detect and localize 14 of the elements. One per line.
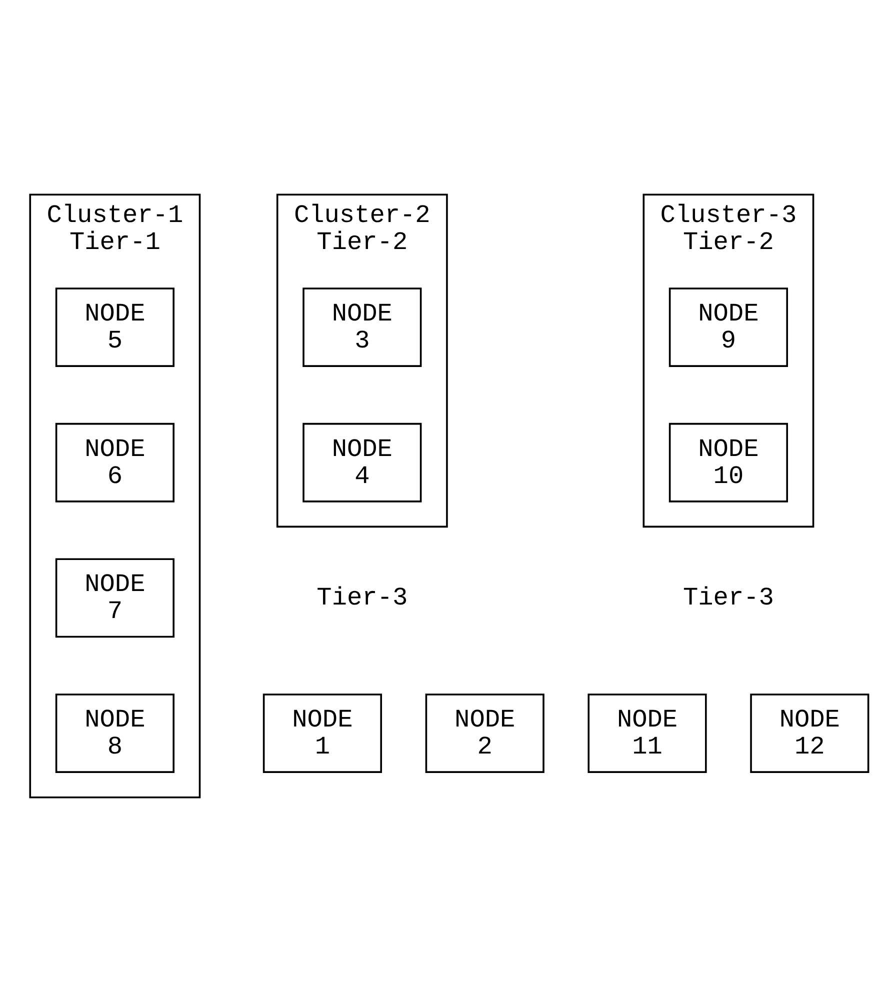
node-box: NODE 9 (668, 288, 788, 367)
node-box: NODE 8 (55, 694, 174, 773)
node-box: NODE 10 (668, 422, 788, 502)
node-box: NODE 6 (55, 422, 174, 502)
node-box: NODE 4 (302, 422, 422, 502)
label: Tier-3 (683, 584, 774, 613)
node-box: NODE 5 (55, 288, 174, 367)
node-box: NODE 1 (262, 694, 382, 773)
node-box: NODE 2 (425, 694, 544, 773)
node-box: NODE 3 (302, 288, 422, 367)
node-box: NODE 11 (588, 694, 707, 773)
node-box: NODE 12 (750, 694, 870, 773)
label: Tier-3 (316, 584, 408, 613)
node-box: NODE 7 (55, 558, 174, 638)
